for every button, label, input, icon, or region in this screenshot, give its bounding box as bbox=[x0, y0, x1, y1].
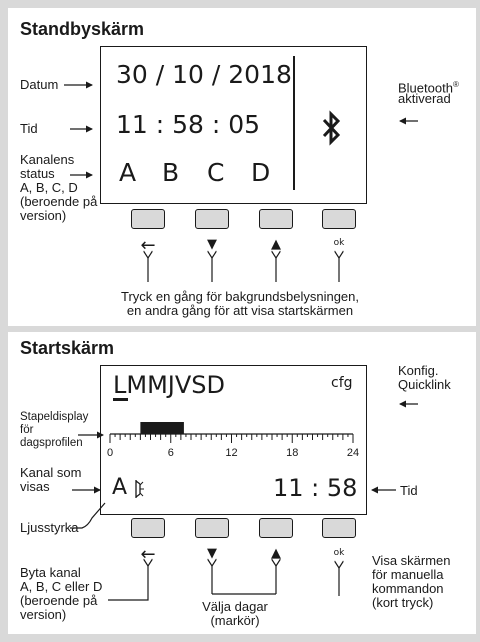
profile-tick-label: 0 bbox=[107, 447, 113, 459]
bluetooth-label-line2: aktiverad bbox=[398, 91, 451, 106]
button-ok[interactable] bbox=[322, 209, 356, 229]
channel-status-label-line: A, B, C, D bbox=[20, 180, 78, 195]
channel-status-label-line: version) bbox=[20, 208, 67, 223]
button-up[interactable] bbox=[259, 209, 293, 229]
start-button-ok[interactable] bbox=[322, 518, 356, 538]
channel-status-label-line: (beroende på bbox=[20, 194, 98, 209]
button-back[interactable] bbox=[131, 209, 165, 229]
profile-tick-label: 6 bbox=[168, 447, 174, 459]
profile-tick-label: 12 bbox=[225, 447, 237, 459]
start-button-back[interactable] bbox=[131, 518, 165, 538]
profile-active-bar bbox=[140, 422, 184, 434]
start-up-triangle-icon: ▲ bbox=[271, 546, 281, 561]
start-button-down[interactable] bbox=[195, 518, 229, 538]
cfg-value: cfg bbox=[331, 375, 353, 391]
shown-channel-label-line: visas bbox=[20, 479, 50, 494]
start-time-value: 11 : 58 bbox=[273, 474, 358, 502]
bluetooth-label-line1: Bluetooth® bbox=[398, 80, 459, 96]
standby-channel-d: D bbox=[251, 158, 271, 187]
date-label: Datum bbox=[20, 77, 59, 92]
start-button-up[interactable] bbox=[259, 518, 293, 538]
manual-label-line: (kort tryck) bbox=[372, 595, 434, 610]
standby-title: Standbyskärm bbox=[20, 19, 145, 39]
day-profile-bar-chart: 0 6 12 18 24 bbox=[107, 422, 359, 459]
start-ok-icon: ok bbox=[333, 548, 345, 558]
change-channel-label-line: A, B, C eller D bbox=[20, 579, 103, 594]
bar-label-line: Stapeldisplay bbox=[20, 411, 89, 423]
standby-display-divider bbox=[293, 56, 295, 190]
channel-status-label-line: status bbox=[20, 166, 55, 181]
bar-label-line: för bbox=[20, 424, 34, 436]
backlight-note-line1: Tryck en gång för bakgrundsbelysningen, bbox=[121, 289, 359, 304]
channel-status-label-line: Kanalens bbox=[20, 152, 75, 167]
change-channel-label-line: version) bbox=[20, 607, 67, 622]
time-label: Tid bbox=[20, 121, 38, 136]
standby-channel-b: B bbox=[162, 158, 180, 187]
start-time-label: Tid bbox=[400, 483, 418, 498]
standby-display bbox=[100, 46, 367, 204]
manual-label-line: kommandon bbox=[372, 581, 444, 596]
standby-date-value: 30 / 10 / 2018 bbox=[116, 60, 292, 89]
standby-time-value: 11 : 58 : 05 bbox=[116, 110, 261, 139]
config-label-line: Quicklink bbox=[398, 377, 451, 392]
standby-channel-c: C bbox=[207, 158, 225, 187]
start-channel-value: A bbox=[112, 475, 128, 500]
day-cursor bbox=[113, 398, 128, 401]
select-days-label-line: (markör) bbox=[210, 613, 260, 628]
backlight-note-line2: en andra gång för att visa startskärmen bbox=[126, 303, 354, 318]
bar-label-line: dagsprofilen bbox=[20, 437, 83, 449]
profile-tick-label: 24 bbox=[347, 447, 359, 459]
config-label-line: Konfig. bbox=[398, 363, 439, 378]
button-down[interactable] bbox=[195, 209, 229, 229]
manual-label-line: Visa skärmen bbox=[372, 553, 451, 568]
ok-icon: ok bbox=[333, 238, 345, 248]
change-channel-label-line: Byta kanal bbox=[20, 565, 81, 580]
brightness-icon bbox=[135, 480, 144, 498]
start-down-triangle-icon: ▼ bbox=[207, 546, 217, 561]
profile-tick-label: 18 bbox=[286, 447, 298, 459]
down-triangle-icon: ▼ bbox=[207, 237, 217, 252]
brightness-label: Ljusstyrka bbox=[20, 520, 79, 535]
day-selector: LMMJVSD bbox=[113, 371, 225, 399]
shown-channel-label-line: Kanal som bbox=[20, 465, 82, 480]
up-triangle-icon: ▲ bbox=[271, 237, 281, 252]
bluetooth-icon bbox=[322, 110, 341, 146]
select-days-label-line: Välja dagar bbox=[202, 599, 268, 614]
change-channel-label-line: (beroende på bbox=[20, 593, 98, 608]
standby-channel-a: A bbox=[119, 158, 137, 187]
manual-label-line: för manuella bbox=[372, 567, 444, 582]
start-title: Startskärm bbox=[20, 338, 115, 358]
